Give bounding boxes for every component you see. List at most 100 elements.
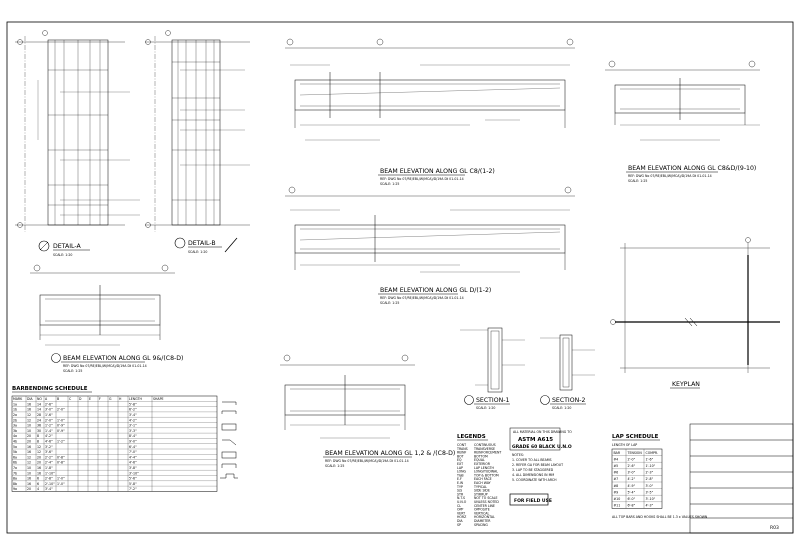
lap-cell: 3'-0": [646, 484, 654, 488]
bbs-cell: 16: [27, 408, 31, 412]
bbs-cell: 2'-4": [45, 461, 53, 465]
material-line1: ALL MATERIAL ON THIS DRAWING TO: [513, 430, 572, 434]
legend-abbr: E.F: [457, 477, 462, 481]
bbs-cell: 9'-0": [129, 440, 137, 444]
legend-meaning: VERTICAL: [474, 511, 489, 515]
elevation-3-title-text: BEAM ELEVATION ALONG GL D/(1-2): [380, 287, 491, 294]
legend-meaning: NOT TO SCALE: [474, 496, 498, 500]
bbs-header-cell: G: [109, 397, 112, 401]
bbs-cell: 1'-0": [57, 477, 65, 481]
bbs-cell: 5'-8": [129, 402, 137, 406]
lap-cell: 1'-10": [646, 464, 656, 468]
legend-meaning: UNLESS NOTED: [474, 500, 499, 504]
bbs-cell: 6'-2": [129, 408, 137, 412]
elevation-2-title: BEAM ELEVATION ALONG GL C8&D/(9-10) REF:…: [626, 165, 756, 183]
lap-cell: 2'-0": [628, 457, 636, 461]
bbs-cell: 2'-0": [45, 418, 53, 422]
lap-cell: 4'-3": [646, 504, 654, 508]
legend-abbr: VERT: [457, 511, 465, 515]
legend-abbr: E.W: [457, 481, 464, 485]
sheet-number: R03: [770, 525, 779, 531]
legend-abbr: BOT: [457, 454, 464, 458]
bbs-cell: 7'-2": [129, 487, 137, 491]
bbs-cell: 0'-8": [57, 455, 65, 459]
legend-abbr: REINF: [457, 451, 467, 455]
bbs-cell: 8'-4": [129, 434, 137, 438]
legend-meaning: EACH WAY: [474, 481, 491, 485]
bbs-cell: 4'-4": [129, 455, 137, 459]
bbs-header-cell: B: [57, 397, 59, 401]
lap-header-cell: BAR: [614, 451, 621, 455]
bbs-cell: 0'-9": [57, 424, 65, 428]
bbs-header-cell: NO: [37, 397, 42, 401]
bbs-cell: 5'-8": [129, 482, 137, 486]
legend-abbr: EXT: [457, 462, 463, 466]
bbs-cell: 1'-4": [45, 429, 53, 433]
bbs-cell: 0'-8": [57, 461, 65, 465]
bbs-cell: 5b: [13, 450, 17, 454]
legend-meaning: OPPOSITE: [474, 508, 490, 512]
legend-abbr: TYP: [456, 485, 463, 489]
lap-cell: 6'-0": [628, 497, 636, 501]
bbs-cell: 4'-2": [45, 434, 53, 438]
elevation-1-title: BEAM ELEVATION ALONG GL C8/(1-2) REF: DW…: [378, 168, 495, 186]
bbs-header-cell: LENGTH: [129, 397, 142, 401]
legend-abbr: LONG: [457, 470, 467, 474]
bbs-cell: 16: [37, 471, 41, 475]
bbs-cell: 3b: [13, 429, 17, 433]
keyplan-title: KEYPLAN: [670, 381, 700, 389]
lap-cell: 3'-5": [646, 490, 654, 494]
legend-meaning: CONTINUOUS: [474, 443, 496, 447]
bbs-cell: 16: [27, 482, 31, 486]
legend-meaning: TRANSVERSE: [473, 447, 495, 451]
bbs-header-cell: D: [79, 397, 82, 401]
elevation-5-scale: SCALE: 1:25: [325, 464, 344, 468]
elevation-2-scale: SCALE: 1:25: [628, 179, 647, 183]
legend-abbr: HORZ: [457, 515, 467, 519]
elevation-4-drawing: [30, 264, 175, 346]
legend-abbr: T&B: [456, 473, 464, 477]
bbs-cell: 12: [27, 461, 31, 465]
elevation-5-title-text: BEAM ELEVATION ALONG GL 1,2 & /(C8-D): [325, 450, 455, 457]
note-item: 2. REFER GA FOR BEAM LAYOUT: [512, 463, 563, 467]
legend-abbr: SP: [457, 523, 461, 527]
legend-abbr: STR: [457, 492, 464, 496]
bbs-cell: 14: [37, 402, 41, 406]
bbs-cell: 12: [37, 445, 41, 449]
bbs-header-cell: E: [89, 397, 91, 401]
legend-abbr: N.T.S: [457, 496, 465, 500]
bbs-header-cell: C: [69, 397, 72, 401]
section-2-drawing: [540, 334, 595, 391]
detail-b-title: DETAIL-B SCALE: 1:20: [174, 237, 238, 254]
bbs-cell: 20: [27, 487, 31, 491]
section-1-title-text: SECTION-1: [476, 397, 509, 404]
bbs-cell: 14: [37, 408, 41, 412]
elevation-4-title: BEAM ELEVATION ALONG GL 9&/(C8-D) REF: D…: [51, 353, 183, 373]
bbs-cell: 7a: [13, 466, 17, 470]
lap-cell: #4: [614, 457, 619, 461]
bbs-cell: 12: [37, 450, 41, 454]
detail-a-title-text: DETAIL-A: [53, 243, 81, 250]
bbs-cell: 12: [27, 455, 31, 459]
bbs-cell: 24: [37, 418, 41, 422]
bbs-cell: 3'-8": [129, 466, 137, 470]
legend-meaning: SPACING: [474, 523, 488, 527]
elevation-5-title: BEAM ELEVATION ALONG GL 1,2 & /(C8-D) RE…: [323, 450, 455, 468]
bbs-cell: 3'-10": [129, 471, 139, 475]
note-item: 3. LAP TO BE STAGGERED: [512, 468, 554, 472]
legend-abbr: OPP: [457, 508, 463, 512]
lap-subtitle: LENGTH OF LAP: [612, 443, 637, 447]
legend-abbr: LAP: [457, 466, 463, 470]
legend-meaning: TYPICAL: [473, 485, 487, 489]
bbs-header-cell: SHAPE: [153, 397, 164, 401]
detail-b: [145, 30, 250, 232]
bbs-cell: 1'-2": [57, 440, 65, 444]
bbs-cell: 4a: [13, 434, 17, 438]
bbs-cell: 2'-0": [57, 408, 65, 412]
lap-cell: 1'-6": [646, 457, 654, 461]
lap-cell: 2'-6": [628, 464, 636, 468]
